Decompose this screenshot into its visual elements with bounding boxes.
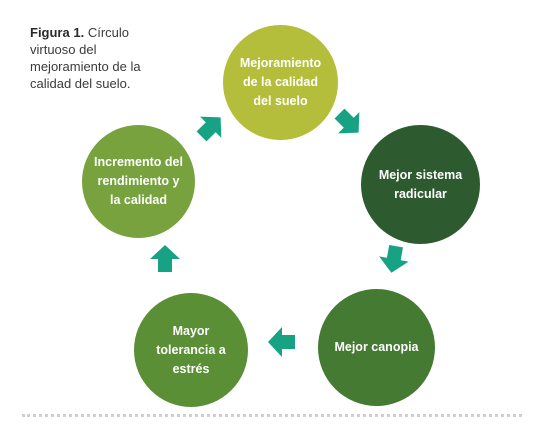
figure-label: Figura 1. — [30, 25, 85, 40]
node-soil-quality: Mejoramiento de la calidad del suelo — [223, 25, 338, 140]
figure-caption: Figura 1. Círculo virtuoso del mejoramie… — [30, 24, 150, 92]
node-stress-tolerance-label: Mayor tolerancia a estrés — [156, 323, 226, 376]
node-root-system-label: Mejor sistema radicular — [378, 167, 463, 201]
figure-caption-text: Círculo virtuoso del mejoramiento de la … — [30, 25, 141, 91]
arrow-up-icon — [150, 245, 180, 272]
arrow-left-icon — [268, 327, 295, 357]
node-yield-quality: Incremento del rendimiento y la calidad — [82, 125, 195, 238]
arrow-down-icon — [379, 244, 409, 273]
arrow-up-right-icon — [196, 116, 222, 142]
arrow-down-right-icon — [334, 108, 360, 134]
node-canopy-label: Mejor canopia — [334, 340, 419, 354]
node-root-system: Mejor sistema radicular — [361, 125, 480, 244]
node-soil-quality-label: Mejoramiento de la calidad del suelo — [239, 56, 322, 108]
node-canopy: Mejor canopia — [318, 289, 435, 406]
bottom-divider — [22, 414, 522, 417]
node-stress-tolerance: Mayor tolerancia a estrés — [134, 293, 248, 407]
node-yield-quality-label: Incremento del rendimiento y la calidad — [94, 155, 183, 207]
